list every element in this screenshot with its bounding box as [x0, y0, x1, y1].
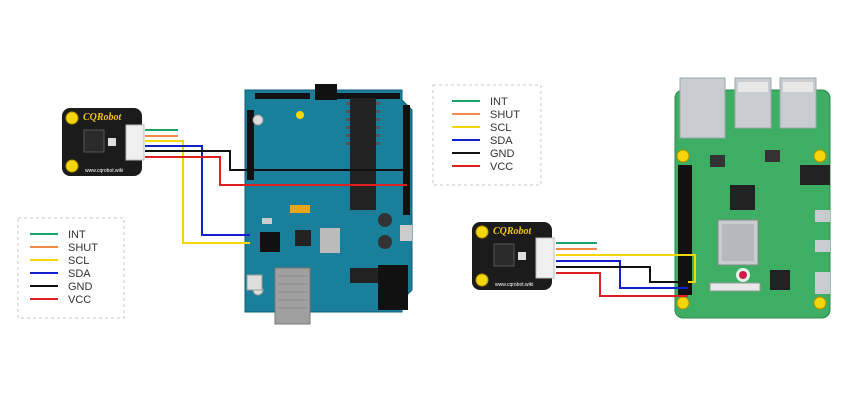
reset-button	[246, 274, 263, 291]
atmega-chip	[350, 98, 376, 210]
legend-left-frame	[17, 217, 125, 319]
sensor-module-right: CQRobot www.cqrobot.wiki	[472, 222, 555, 290]
legend-left-label-int: INT	[68, 229, 86, 241]
legend-right-label-shut: SHUT	[490, 109, 520, 121]
wire-vcc	[145, 156, 407, 186]
wire-sda	[556, 260, 688, 289]
arduino-header-top-left	[255, 93, 310, 99]
arduino-header-right	[403, 105, 410, 215]
legend-right-frame	[432, 84, 542, 186]
arduino-header-top-right	[320, 93, 400, 99]
wires-raspberry	[556, 242, 696, 297]
raspberry-pi-board	[674, 77, 831, 319]
ethernet-port	[679, 77, 726, 139]
sensor-module-left: CQRobot www.cqrobot.wiki	[62, 108, 145, 176]
legend-right-label-sda: SDA	[490, 135, 513, 147]
legend-right-label-int: INT	[490, 96, 508, 108]
connector-right	[535, 237, 555, 279]
connector-left	[125, 124, 145, 161]
sensor-url: www.cqrobot.wiki	[85, 168, 123, 174]
arduino-board	[244, 84, 413, 325]
wire-sda	[145, 145, 250, 236]
legend-right-label-scl: SCL	[490, 122, 511, 134]
wires-arduino	[145, 129, 407, 244]
dc-jack	[378, 265, 408, 310]
wire-scl	[556, 254, 696, 283]
sensor-brand: CQRobot	[83, 112, 123, 123]
arduino-icsp-2	[260, 232, 280, 252]
legend-left-label-sda: SDA	[68, 268, 91, 280]
legend-left-label-vcc: VCC	[68, 294, 91, 306]
audio-jack	[800, 165, 830, 185]
sensor-url: www.cqrobot.wiki	[495, 282, 533, 288]
icsp-header	[315, 84, 337, 100]
legend-left-label-scl: SCL	[68, 255, 89, 267]
wire-vcc	[556, 272, 688, 297]
wire-gnd	[556, 266, 685, 283]
legend-left-label-gnd: GND	[68, 281, 93, 293]
legend-left-label-shut: SHUT	[68, 242, 98, 254]
legend-right-label-vcc: VCC	[490, 161, 513, 173]
wire-scl	[145, 140, 250, 244]
sensor-brand: CQRobot	[493, 226, 533, 237]
wire-gnd	[145, 150, 407, 171]
usb-port	[274, 267, 311, 325]
arduino-header-left	[247, 110, 254, 180]
gpio-header	[678, 165, 692, 295]
legend-right-label-gnd: GND	[490, 148, 515, 160]
